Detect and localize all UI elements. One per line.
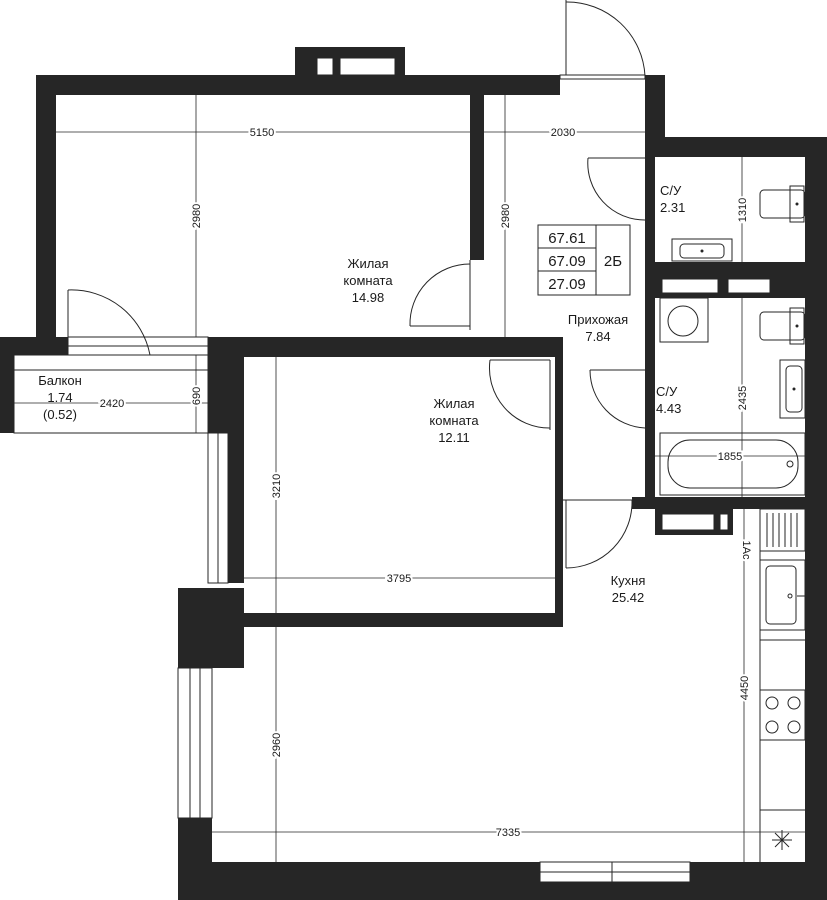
wall-balcony-top: [0, 337, 68, 355]
dim-living2-width: 3795: [387, 573, 411, 585]
wall-living2-bottom: [244, 613, 563, 627]
hallway-area: 7.84: [585, 329, 610, 344]
wall-entrance-right: [645, 75, 665, 137]
living1-name-2: комната: [343, 273, 393, 288]
balcony-outline: [13, 354, 209, 434]
wall-partition-living1: [470, 95, 484, 260]
hallway-name: Прихожая: [568, 312, 628, 327]
bath2-name: С/У: [656, 384, 678, 399]
balcony-area-reduced: (0.52): [43, 407, 77, 422]
bath1-area: 2.31: [660, 200, 685, 215]
toilet-bath1: [759, 185, 806, 223]
balcony-name: Балкон: [38, 373, 82, 388]
stove: [759, 689, 806, 741]
balcony-area: 1.74: [47, 390, 72, 405]
wall-living-mid: [208, 337, 558, 357]
kitchen-area: 25.42: [612, 590, 645, 605]
wall-living2-right: [555, 337, 563, 627]
apartment-type: 2Б: [604, 253, 622, 270]
living1-area: 14.98: [352, 290, 385, 305]
wall-top-left: [36, 75, 560, 95]
kitchen-sink: [759, 559, 806, 631]
bath2-door: [589, 369, 646, 429]
room-labels: Жилая комната 14.98 Жилая комната 12.11 …: [38, 183, 685, 605]
dimension-lines: [14, 95, 805, 862]
summary-total: 67.61: [548, 230, 586, 247]
shaft-4: [727, 278, 771, 294]
summary-table: 67.61 67.09 27.09 2Б: [537, 224, 631, 296]
dim-bath2-width: 1855: [718, 451, 742, 463]
living1-name-1: Жилая: [347, 256, 388, 271]
sink-bath1: [671, 238, 733, 262]
shaft-6: [719, 513, 729, 531]
wall-bath-left: [645, 157, 655, 497]
wall-bottom: [178, 862, 827, 900]
washing-machine: [659, 297, 709, 343]
living2-door: [488, 359, 551, 430]
gas-riser-icon: [772, 830, 792, 850]
bath1-door: [587, 157, 646, 221]
dim-living1-depth: 2980: [191, 204, 203, 228]
wall-living2-left: [228, 357, 244, 583]
vent-shaft-2: [339, 57, 396, 76]
riser-mark: 1Ас: [740, 541, 752, 560]
window-kitchen-left: [177, 667, 213, 819]
wall-kitchen-corner: [178, 588, 244, 668]
wall-bath1-top: [645, 137, 827, 157]
summary-living: 27.09: [548, 276, 586, 293]
dim-hall-depth: 2980: [500, 204, 512, 228]
fixtures: [659, 185, 806, 862]
wall-bath2-bottom: [632, 497, 827, 509]
wall-left: [36, 75, 56, 337]
doors: [67, 0, 646, 569]
bathtub: [659, 432, 806, 496]
shafts: [316, 57, 771, 531]
living2-name-2: комната: [429, 413, 479, 428]
dim-kitchen-depth: 2960: [271, 733, 283, 757]
dim-bath1-depth: 1310: [737, 198, 749, 222]
toilet-bath2: [759, 307, 806, 345]
shaft-3: [661, 278, 719, 294]
living2-name-1: Жилая: [433, 396, 474, 411]
dim-hall-width: 2030: [551, 127, 575, 139]
dim-kitchen-width: 7335: [496, 827, 520, 839]
wall-right: [805, 137, 827, 900]
entrance-door: [559, 0, 646, 80]
dim-balcony-width: 2420: [100, 398, 124, 410]
dim-bath2-depth: 2435: [737, 386, 749, 410]
wall-balcony-left: [0, 355, 14, 433]
dim-living2-depth: 3210: [271, 474, 283, 498]
dimension-labels: 5150 2980 2030 2980 1310 2435 1855 2420 …: [98, 125, 754, 841]
dim-balcony-depth: 690: [191, 387, 203, 405]
walls: [0, 47, 827, 900]
vent-shaft-1: [316, 57, 334, 76]
kitchen-name: Кухня: [611, 573, 646, 588]
balcony-door: [67, 289, 151, 356]
summary-without-balcony: 67.09: [548, 253, 586, 270]
shaft-5: [661, 513, 715, 531]
living2-area: 12.11: [438, 430, 470, 445]
wall-bath-divider: [645, 262, 827, 274]
bath2-area: 4.43: [656, 401, 681, 416]
bath1-name: С/У: [660, 183, 682, 198]
kitchen-door: [563, 499, 633, 569]
dish-rack: [759, 508, 806, 552]
sink-bath2: [779, 359, 806, 419]
dim-living1-width: 5150: [250, 127, 274, 139]
dim-kitchen-length: 4450: [739, 676, 751, 700]
living1-door: [409, 260, 471, 330]
windows: [67, 336, 691, 883]
